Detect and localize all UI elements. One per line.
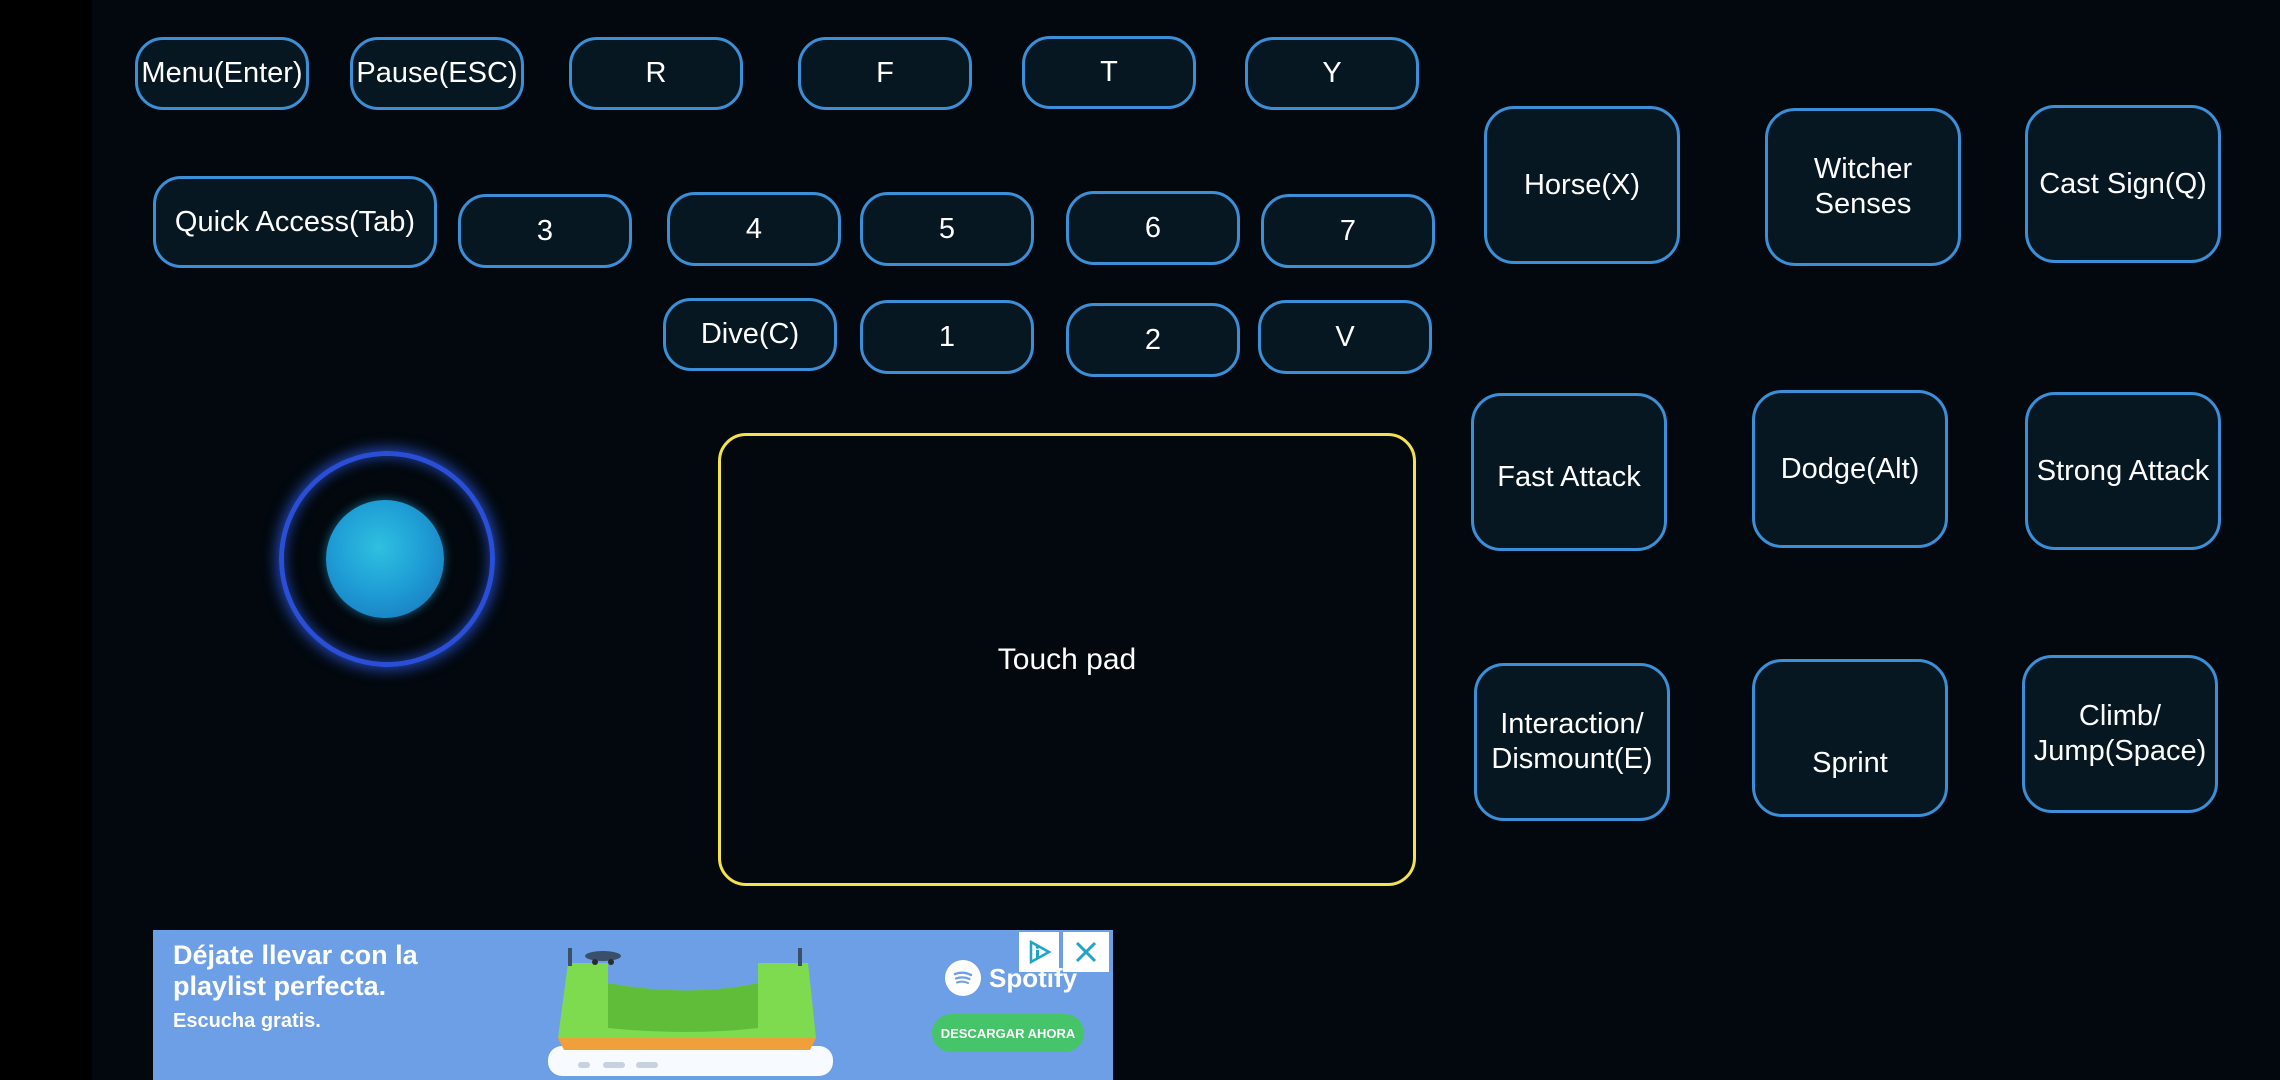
r-key-button[interactable]: R xyxy=(569,37,743,110)
key-4-button[interactable]: 4 xyxy=(667,192,841,266)
dive-c-button[interactable]: Dive(C) xyxy=(663,298,837,371)
key-3-button[interactable]: 3 xyxy=(458,194,632,268)
key-1-button[interactable]: 1 xyxy=(860,300,1034,374)
horse-x-button[interactable]: Horse(X) xyxy=(1484,106,1680,264)
joystick-ring[interactable] xyxy=(279,451,495,667)
f-key-button[interactable]: F xyxy=(798,37,972,110)
ad-headline: Déjate llevar con la playlist perfecta. xyxy=(173,940,418,1002)
interaction-dismount-button[interactable]: Interaction/ Dismount(E) xyxy=(1474,663,1670,821)
key-6-button[interactable]: 6 xyxy=(1066,191,1240,265)
key-5-button[interactable]: 5 xyxy=(860,192,1034,266)
close-icon[interactable] xyxy=(1063,932,1109,972)
menu-enter-button[interactable]: Menu(Enter) xyxy=(135,37,309,110)
v-key-button[interactable]: V xyxy=(1258,300,1432,374)
key-2-button[interactable]: 2 xyxy=(1066,303,1240,377)
adchoices-icon[interactable] xyxy=(1019,932,1059,972)
strong-attack-button[interactable]: Strong Attack xyxy=(2025,392,2221,550)
cast-sign-q-button[interactable]: Cast Sign(Q) xyxy=(2025,105,2221,263)
ad-download-button[interactable]: DESCARGAR AHORA xyxy=(932,1014,1084,1052)
pause-esc-button[interactable]: Pause(ESC) xyxy=(350,37,524,110)
y-key-button[interactable]: Y xyxy=(1245,37,1419,110)
touch-pad-label: Touch pad xyxy=(997,642,1137,676)
ad-banner[interactable]: Déjate llevar con la playlist perfecta. … xyxy=(153,930,1113,1080)
sprint-button[interactable]: Sprint xyxy=(1752,659,1948,817)
fast-attack-button[interactable]: Fast Attack xyxy=(1471,393,1667,551)
dodge-alt-button[interactable]: Dodge(Alt) xyxy=(1752,390,1948,548)
joystick-icon[interactable] xyxy=(326,500,444,618)
t-key-button[interactable]: T xyxy=(1022,36,1196,109)
spotify-icon xyxy=(945,960,981,996)
quick-access-tab-button[interactable]: Quick Access(Tab) xyxy=(153,176,437,268)
left-black-bar xyxy=(0,0,92,1080)
climb-jump-space-button[interactable]: Climb/ Jump(Space) xyxy=(2022,655,2218,813)
key-7-button[interactable]: 7 xyxy=(1261,194,1435,268)
touch-pad[interactable]: Touch pad xyxy=(718,433,1416,886)
ad-subtext: Escucha gratis. xyxy=(173,1010,321,1032)
witcher-senses-button[interactable]: Witcher Senses xyxy=(1765,108,1961,266)
skate-ramp-illustration xyxy=(548,948,833,1076)
